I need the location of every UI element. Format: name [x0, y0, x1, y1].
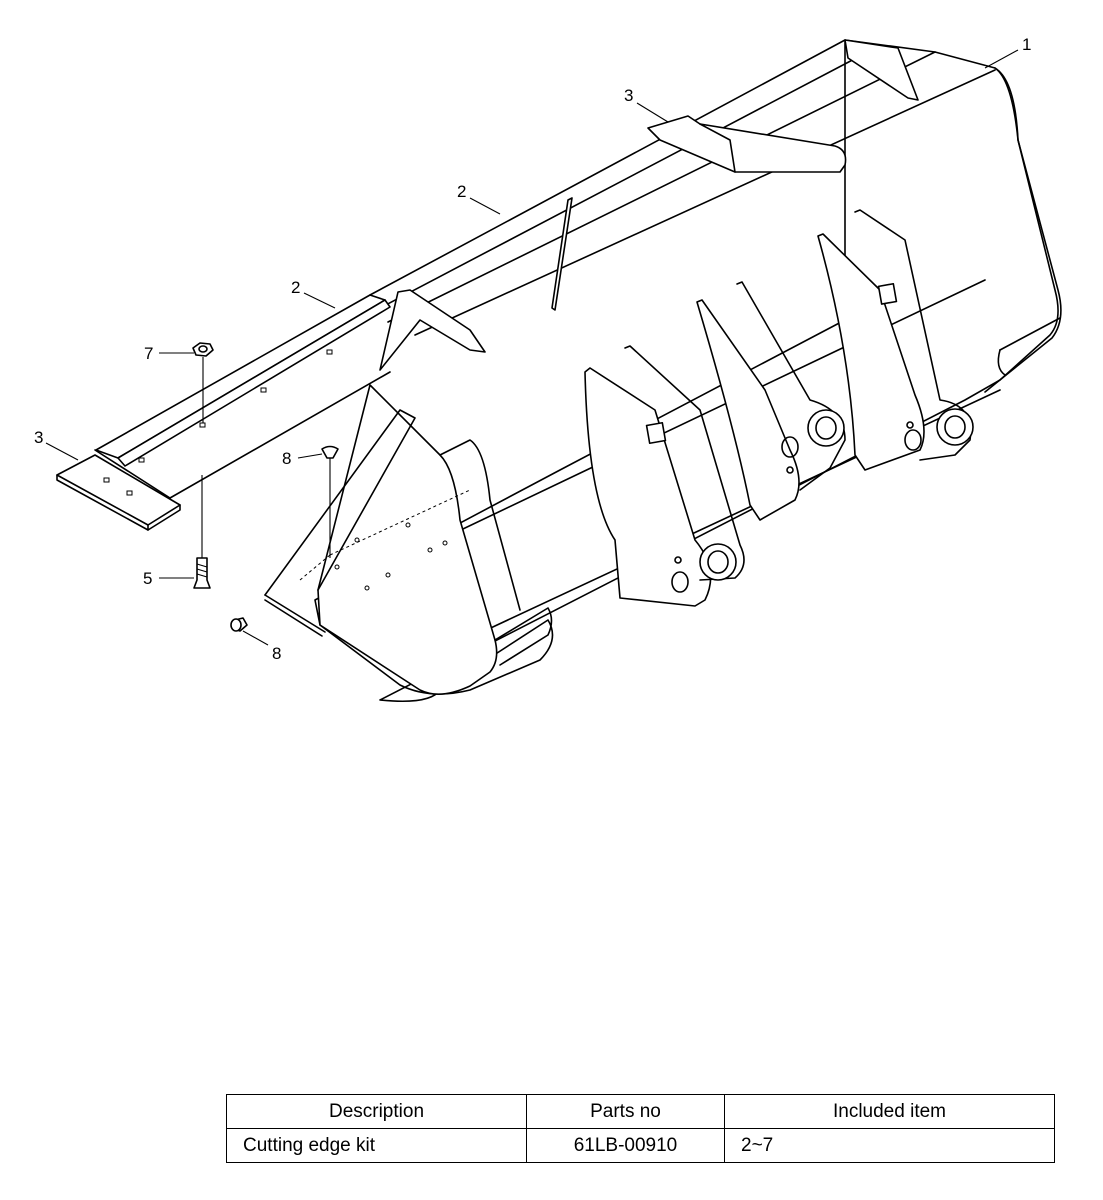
parts-table: Description Parts no Included item Cutti… — [226, 1094, 1055, 1163]
callout-8-upper: 8 — [282, 449, 291, 468]
bucket-exploded-view: 1 3 2 2 7 3 8 5 8 — [34, 35, 1062, 703]
pin-lower — [230, 617, 248, 632]
header-included-item: Included item — [724, 1094, 1055, 1129]
callout-5: 5 — [143, 569, 152, 588]
cell-included-item: 2~7 — [724, 1128, 1055, 1163]
end-bit — [56, 454, 181, 531]
cell-parts-no: 61LB-00910 — [526, 1128, 725, 1163]
header-description: Description — [226, 1094, 527, 1129]
bucket-body — [264, 39, 1062, 703]
callout-leaders — [45, 49, 1019, 646]
bracket-center-right — [817, 209, 974, 471]
pin-upper — [321, 445, 339, 558]
header-parts-no: Parts no — [526, 1094, 725, 1129]
bracket-left — [584, 345, 745, 607]
callout-1: 1 — [1022, 35, 1031, 54]
nut — [192, 342, 214, 423]
floor-bolt-holes — [334, 522, 448, 591]
cell-description: Cutting edge kit — [226, 1128, 527, 1163]
table-header-row: Description Parts no Included item — [226, 1094, 1055, 1129]
callout-3-top: 3 — [624, 86, 633, 105]
top-wear-plate — [647, 115, 847, 173]
callout-8-lower: 8 — [272, 644, 281, 663]
callout-2-upper: 2 — [457, 182, 466, 201]
cutting-edge-strip — [94, 294, 391, 499]
bracket-center-left — [696, 281, 846, 521]
callout-2-lower: 2 — [291, 278, 300, 297]
callout-3-left: 3 — [34, 428, 43, 447]
table-row: Cutting edge kit 61LB-00910 2~7 — [226, 1128, 1055, 1163]
strip-bolt-holes — [138, 349, 333, 463]
bolt — [193, 475, 211, 589]
callout-7: 7 — [144, 344, 153, 363]
